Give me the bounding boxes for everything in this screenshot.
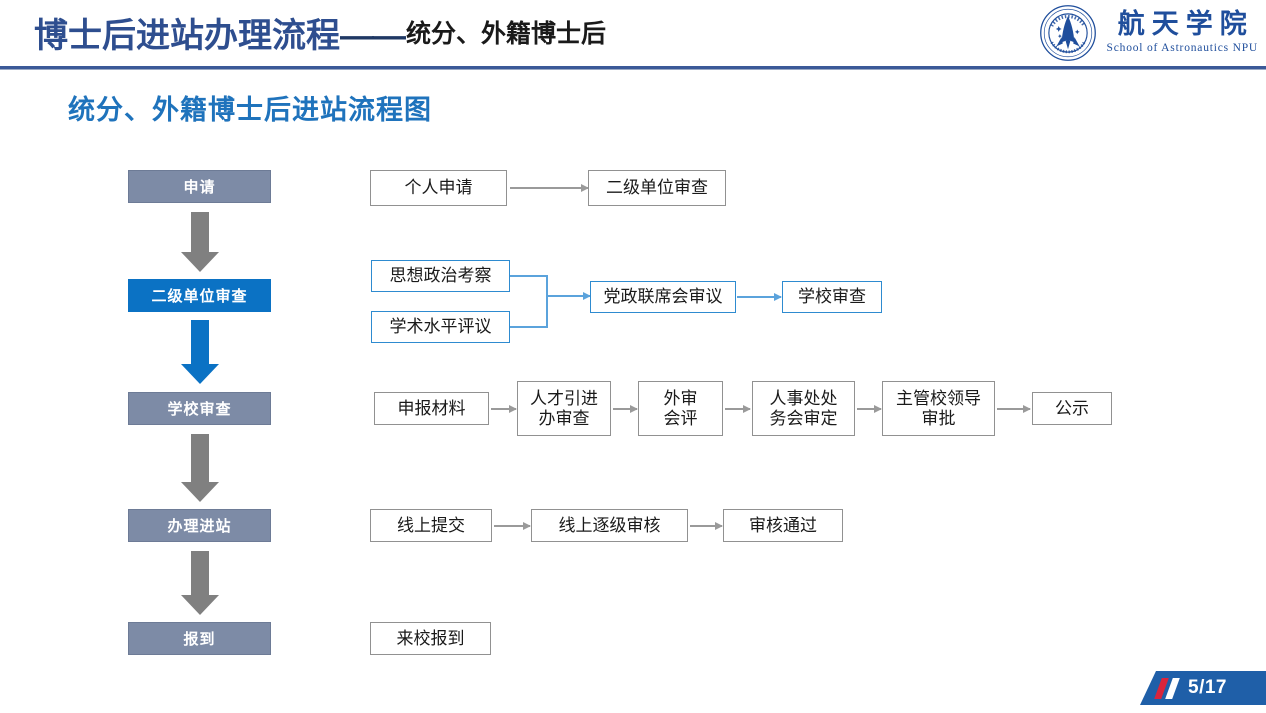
flowchart-subtitle: 统分、外籍博士后进站流程图 — [68, 95, 432, 125]
node-label: 党政联席会审议 — [603, 287, 723, 307]
node-label: 学校审查 — [798, 287, 866, 307]
npu-astronautics-emblem-icon — [1039, 5, 1096, 61]
node-label: 申报材料 — [397, 398, 466, 418]
node-label: 公示 — [1055, 398, 1089, 418]
merge-bracket — [510, 260, 590, 344]
stage-box-label: 办理进站 — [167, 518, 232, 535]
node-label: 人才引进 办审查 — [530, 388, 598, 428]
node-academic-review: 学术水平评议 — [371, 311, 510, 343]
node-review-passed: 审核通过 — [723, 509, 843, 542]
header-divider — [0, 66, 1266, 69]
node-label: 学术水平评议 — [389, 317, 492, 337]
logo: 航天学院 School of Astronautics NPU — [1039, 4, 1258, 62]
connector-r3-5 — [997, 408, 1030, 410]
node-online-tiered-review: 线上逐级审核 — [531, 509, 688, 542]
node-joint-meeting-review: 党政联席会审议 — [590, 281, 736, 313]
node-label: 线上逐级审核 — [558, 515, 661, 535]
logo-name-en: School of Astronautics NPU — [1106, 42, 1258, 55]
node-political-assessment: 思想政治考察 — [371, 260, 510, 292]
node-online-submit: 线上提交 — [370, 509, 492, 542]
stage-box-school-review: 学校审查 — [128, 392, 271, 425]
stage-box-apply: 申请 — [128, 170, 271, 203]
node-personal-application: 个人申请 — [370, 170, 507, 206]
node-public-announcement: 公示 — [1032, 392, 1112, 425]
node-label: 二级单位审查 — [606, 178, 708, 198]
stage-arrow-down-1 — [180, 212, 220, 272]
node-label: 审核通过 — [749, 515, 817, 535]
stage-box-department-review: 二级单位审查 — [128, 279, 271, 312]
node-label: 外审 会评 — [663, 388, 698, 428]
node-label: 来校报到 — [396, 628, 465, 648]
page-title-main: 博士后进站办理流程 — [34, 17, 340, 55]
page-number-badge: 5/17 — [1140, 671, 1266, 705]
node-hr-office-decision: 人事处处 务会审定 — [752, 381, 855, 436]
stage-box-report: 报到 — [128, 622, 271, 655]
logo-name-cn: 航天学院 — [1117, 9, 1254, 40]
page-title-dash: —— — [340, 17, 406, 55]
connector-r2-merge — [547, 295, 590, 297]
stage-box-label: 二级单位审查 — [151, 288, 248, 305]
node-label: 主管校领导 审批 — [896, 388, 981, 428]
connector-r4-2 — [690, 525, 722, 527]
connector-r3-1 — [491, 408, 516, 410]
connector-r4-1 — [494, 525, 530, 527]
page-title-sub: 统分、外籍博士后 — [406, 20, 607, 48]
node-label: 人事处处 务会审定 — [769, 388, 838, 428]
connector-r3-2 — [613, 408, 637, 410]
node-talent-office-review: 人才引进 办审查 — [517, 381, 611, 436]
node-label: 线上提交 — [397, 515, 465, 535]
node-submit-materials: 申报材料 — [374, 392, 489, 425]
node-department-review: 二级单位审查 — [588, 170, 726, 206]
node-leader-approval: 主管校领导 审批 — [882, 381, 995, 436]
node-school-review: 学校审查 — [782, 281, 882, 313]
stage-arrow-down-3 — [180, 434, 220, 502]
connector-r1-1 — [510, 187, 588, 189]
stage-box-onboarding: 办理进站 — [128, 509, 271, 542]
node-external-review-meeting: 外审 会评 — [638, 381, 723, 436]
connector-r3-3 — [725, 408, 750, 410]
stage-arrow-down-4 — [180, 551, 220, 615]
stage-box-label: 学校审查 — [167, 401, 232, 418]
page-number-text: 5/17 — [1188, 677, 1227, 698]
connector-r2-2 — [737, 296, 781, 298]
header-divider-thin — [0, 69, 1266, 70]
stage-arrow-down-2 — [180, 320, 220, 384]
stage-box-label: 报到 — [183, 631, 216, 648]
slide-header: 博士后进站办理流程 —— 统分、外籍博士后 — [0, 0, 1266, 70]
page-title: 博士后进站办理流程 —— 统分、外籍博士后 — [34, 12, 606, 58]
stage-box-label: 申请 — [183, 179, 216, 196]
connector-r3-4 — [857, 408, 881, 410]
node-arrive-report: 来校报到 — [370, 622, 491, 655]
node-label: 思想政治考察 — [389, 266, 492, 286]
node-label: 个人申请 — [404, 178, 473, 198]
